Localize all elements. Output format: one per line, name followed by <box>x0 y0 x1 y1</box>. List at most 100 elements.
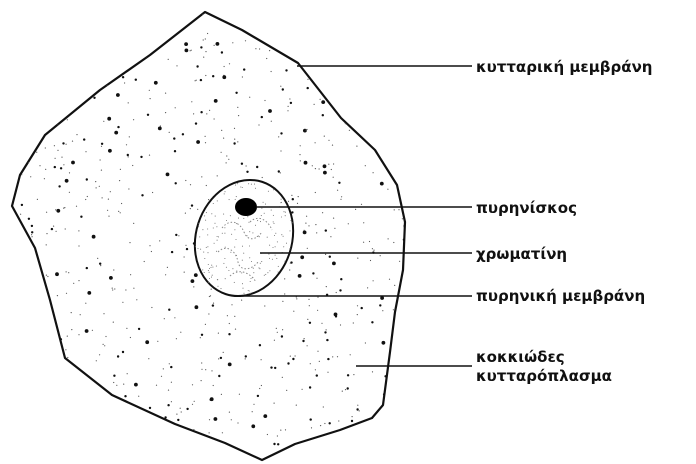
granule <box>347 374 349 376</box>
granule <box>297 452 298 453</box>
granule <box>324 331 326 333</box>
granule <box>173 137 175 139</box>
granule <box>65 228 66 229</box>
granule <box>142 22 143 23</box>
granule <box>114 288 115 289</box>
granule <box>92 330 93 331</box>
chromatin-dot <box>214 223 215 224</box>
granule <box>85 329 89 333</box>
granule <box>346 441 347 442</box>
granule <box>183 449 187 453</box>
granule <box>49 340 50 341</box>
granule <box>73 425 74 426</box>
granule <box>409 16 410 17</box>
granule <box>10 230 11 231</box>
granule <box>103 344 104 345</box>
granule <box>274 367 276 369</box>
granule <box>308 225 309 226</box>
granule <box>80 403 81 404</box>
granule <box>226 162 227 163</box>
granule <box>222 75 226 79</box>
granule <box>333 163 334 164</box>
granule <box>392 156 393 157</box>
chromatin-dot <box>212 267 213 268</box>
granule <box>337 356 338 357</box>
granule <box>62 142 64 144</box>
granule <box>290 356 291 357</box>
granule <box>151 307 152 308</box>
chromatin-dot <box>209 268 210 269</box>
granule <box>63 413 64 414</box>
granule <box>132 165 133 166</box>
granule <box>306 216 307 217</box>
granule <box>221 51 223 53</box>
granule <box>300 145 301 146</box>
granule <box>332 262 336 266</box>
granule <box>312 272 314 274</box>
granule <box>300 255 304 259</box>
label-cytoplasm-line2: κυτταρόπλασμα <box>476 367 612 386</box>
granule <box>379 304 381 306</box>
chromatin-dot <box>285 215 286 216</box>
granule <box>147 114 149 116</box>
granule <box>333 218 334 219</box>
granule <box>264 100 265 101</box>
granule <box>185 49 189 53</box>
granule <box>393 242 394 243</box>
granule <box>50 342 51 343</box>
granule <box>395 369 399 373</box>
granule <box>178 235 179 236</box>
granule <box>304 161 308 165</box>
granule <box>277 435 278 436</box>
granule <box>266 58 267 59</box>
granule <box>65 179 69 183</box>
granule <box>10 435 11 436</box>
granule <box>30 176 31 177</box>
granule <box>140 156 142 158</box>
label-cytoplasm-line1: κοκκιώδες <box>476 348 612 367</box>
granule <box>110 191 111 192</box>
chromatin-dot <box>283 236 284 237</box>
granule <box>214 417 218 421</box>
granule <box>371 97 375 101</box>
granule <box>190 50 191 51</box>
granule <box>316 374 318 376</box>
granule <box>191 101 192 102</box>
granule <box>296 405 297 406</box>
granule <box>285 69 287 71</box>
granule <box>393 372 394 373</box>
granule <box>290 263 291 264</box>
granule <box>370 57 371 58</box>
granule <box>53 226 54 227</box>
granule <box>321 100 325 104</box>
chromatin-dot <box>257 220 258 221</box>
granule <box>191 204 193 206</box>
granule <box>160 125 161 126</box>
granule <box>291 195 292 196</box>
granule <box>353 374 354 375</box>
granule <box>221 130 222 131</box>
granule <box>293 311 294 312</box>
chromatin-dot <box>283 211 284 212</box>
granule <box>149 245 150 246</box>
granule <box>372 371 373 372</box>
granule <box>12 280 13 281</box>
granule <box>302 389 303 390</box>
granule <box>119 431 123 435</box>
chromatin-dot <box>226 220 227 221</box>
granule <box>156 385 157 386</box>
granule <box>218 358 219 359</box>
granule <box>23 260 24 261</box>
granule <box>37 119 38 120</box>
granule <box>329 256 331 258</box>
chromatin-dot <box>242 260 243 261</box>
chromatin-dot <box>281 216 282 217</box>
label-chromatin: χρωματίνη <box>476 245 567 264</box>
granule <box>26 66 27 67</box>
chromatin-dot <box>275 233 276 234</box>
granule <box>224 66 225 67</box>
chromatin-dot <box>273 221 274 222</box>
granule <box>330 90 332 92</box>
granule <box>301 56 302 57</box>
granule <box>332 69 333 70</box>
